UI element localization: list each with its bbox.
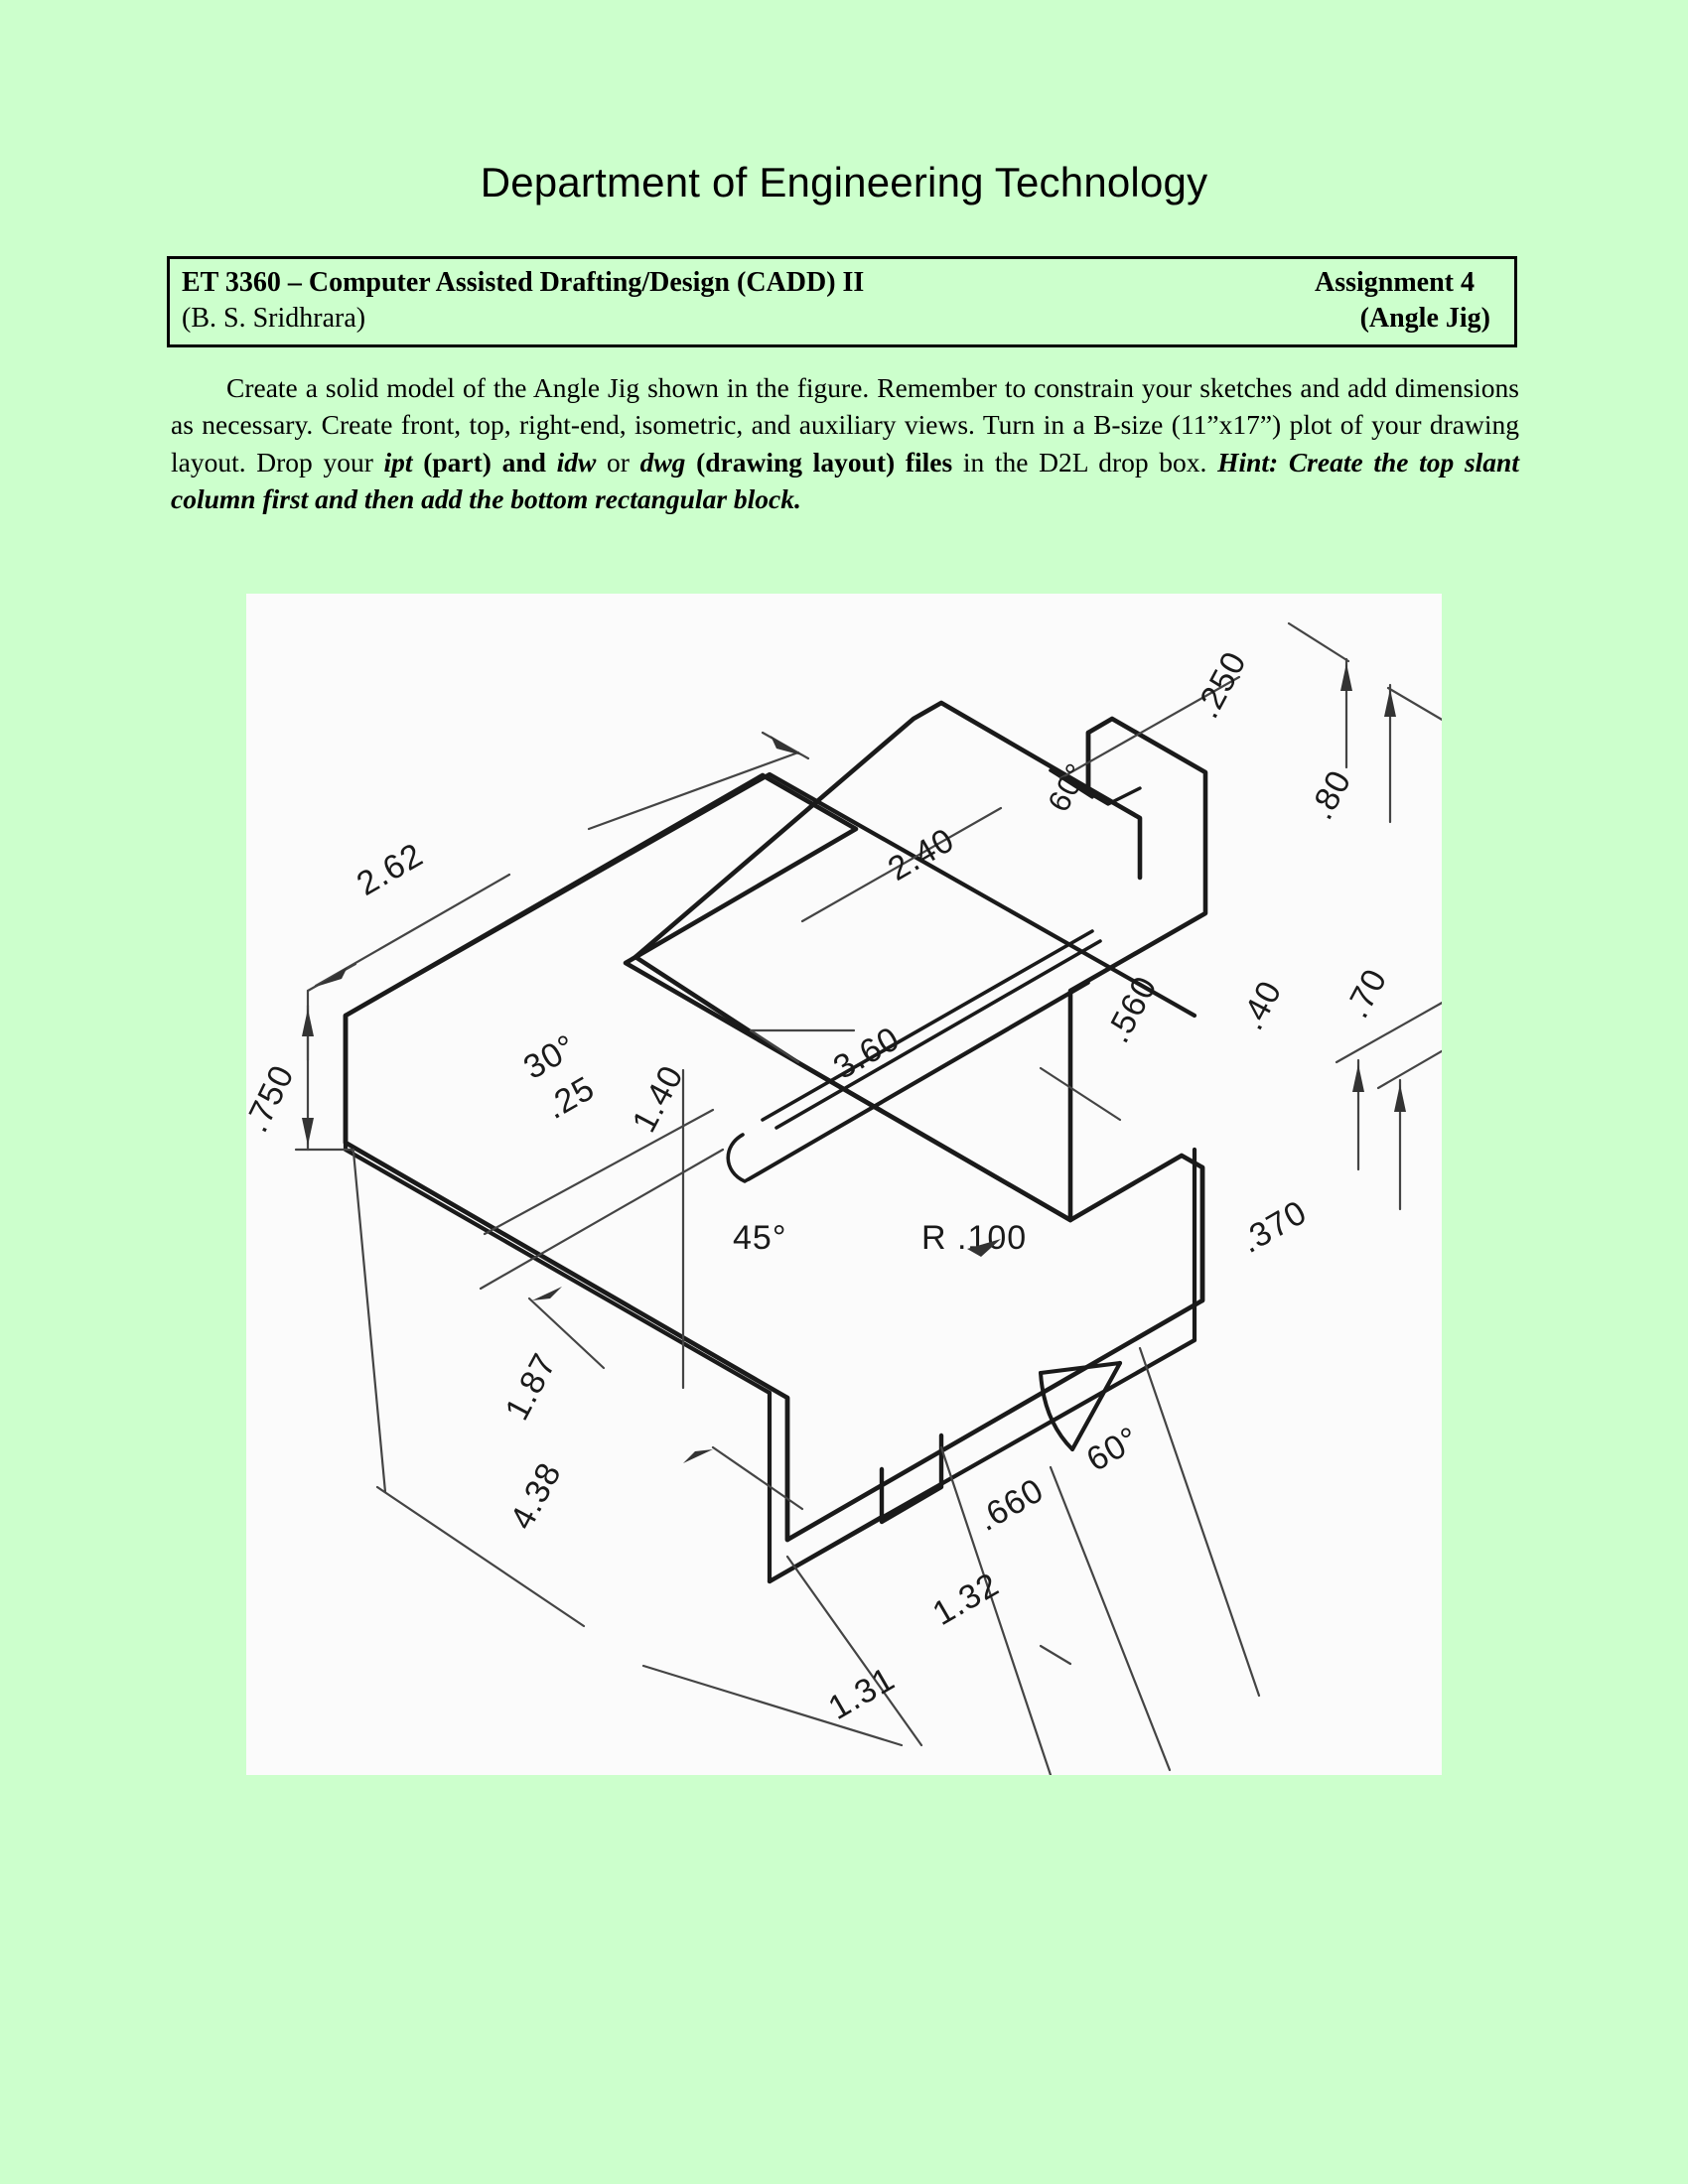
angle-jig-body [343, 772, 1205, 1543]
instr-files: (drawing layout) files [685, 446, 953, 478]
instr-sentence-1: Create a solid model of the Angle Jig sh… [171, 372, 1519, 478]
angle-jig-drawing: 2.62 .750 30° .25 1.40 2.40 3.60 60° .25… [246, 594, 1442, 1775]
instr-dwg: dwg [639, 446, 686, 478]
vee-groove [1039, 1361, 1122, 1451]
instr-part: (part) and [412, 446, 557, 478]
bottom-step-notch [879, 1433, 944, 1525]
page-title: Department of Engineering Technology [480, 159, 1208, 205]
header-row-course: ET 3360 – Computer Assisted Drafting/Des… [182, 265, 1502, 301]
instr-ipt: ipt [383, 446, 413, 478]
slot-feature [726, 929, 1102, 1183]
header-row-instructor: (B. S. Sridhrara) (Angle Jig) [182, 301, 1502, 337]
angle-jig-figure: 2.62 .750 30° .25 1.40 2.40 3.60 60° .25… [246, 594, 1442, 1775]
instr-hint: Hint: Create the top slant column first … [171, 446, 1519, 515]
instr-or: or [596, 446, 640, 478]
instructor-name: (B. S. Sridhrara) [182, 302, 366, 334]
instr-dropbox: in the D2L drop box. [952, 446, 1218, 478]
part-name: (Angle Jig) [1359, 302, 1490, 334]
assignment-header-box: ET 3360 – Computer Assisted Drafting/Des… [167, 256, 1517, 347]
dimension-arrowheads [302, 663, 1406, 1463]
assignment-number: Assignment 4 [1314, 267, 1475, 298]
instructions-paragraph: Create a solid model of the Angle Jig sh… [171, 369, 1519, 518]
drawing-canvas [246, 594, 1442, 1775]
top-vee-cut [1049, 768, 1142, 806]
dim-45-deg: 45° [733, 1219, 786, 1257]
course-title: ET 3360 – Computer Assisted Drafting/Des… [182, 267, 865, 298]
instr-idw: idw [556, 446, 597, 478]
